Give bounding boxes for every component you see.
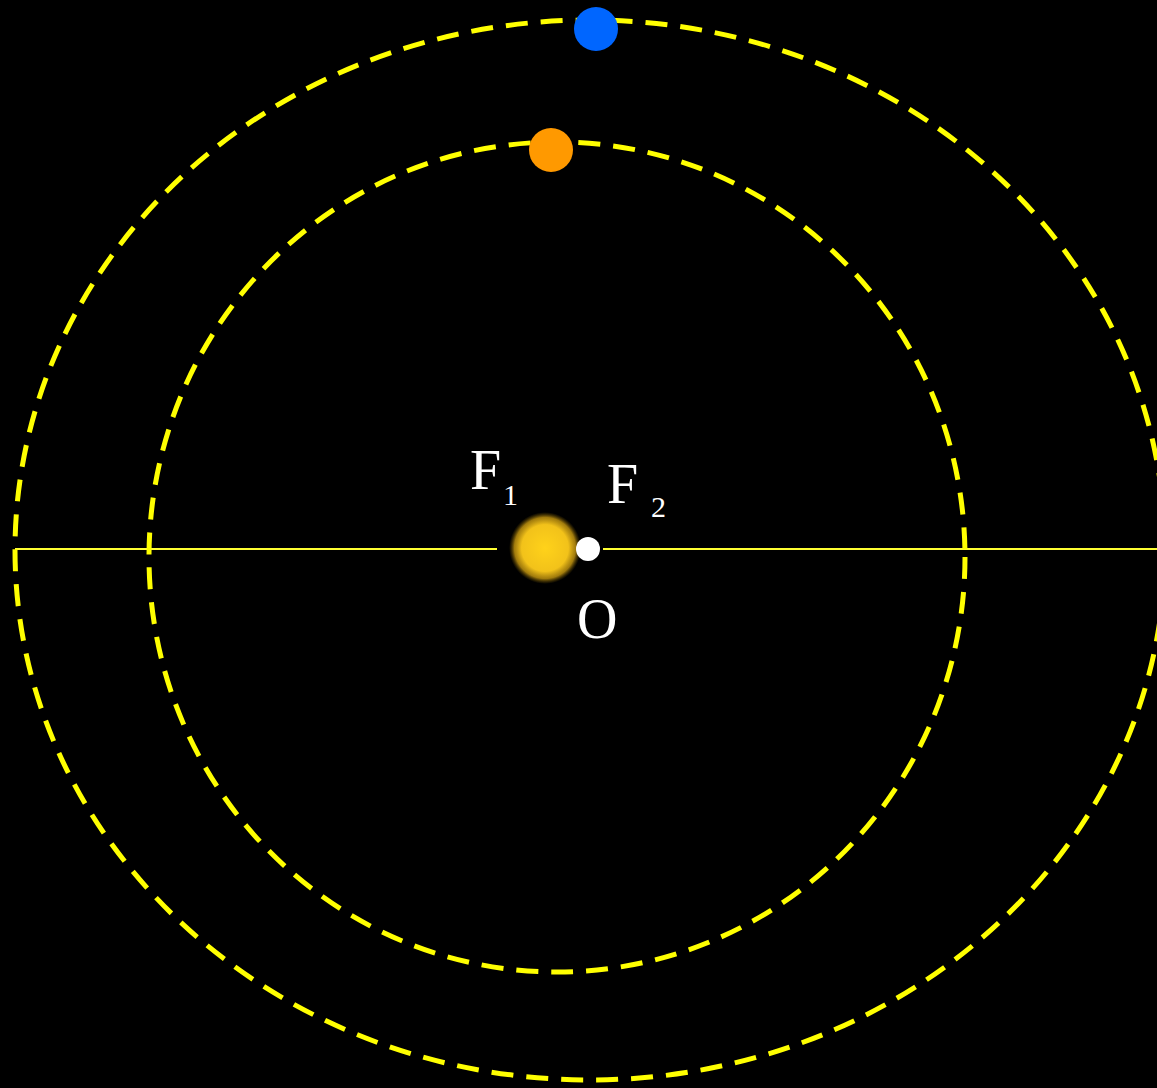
center-label: O bbox=[577, 591, 617, 647]
major-axis bbox=[603, 548, 1157, 550]
focus-subscript: 1 bbox=[503, 480, 518, 510]
outer-orbit bbox=[15, 20, 1157, 1080]
inner-orbit bbox=[149, 142, 965, 972]
focus-subscript: 2 bbox=[651, 492, 666, 522]
focus-label: F bbox=[607, 456, 638, 512]
sun bbox=[509, 512, 581, 584]
focus-label: F bbox=[470, 442, 501, 498]
center-point bbox=[576, 537, 600, 561]
outer-planet bbox=[574, 7, 618, 51]
inner-planet bbox=[529, 128, 573, 172]
major-axis bbox=[15, 548, 497, 550]
